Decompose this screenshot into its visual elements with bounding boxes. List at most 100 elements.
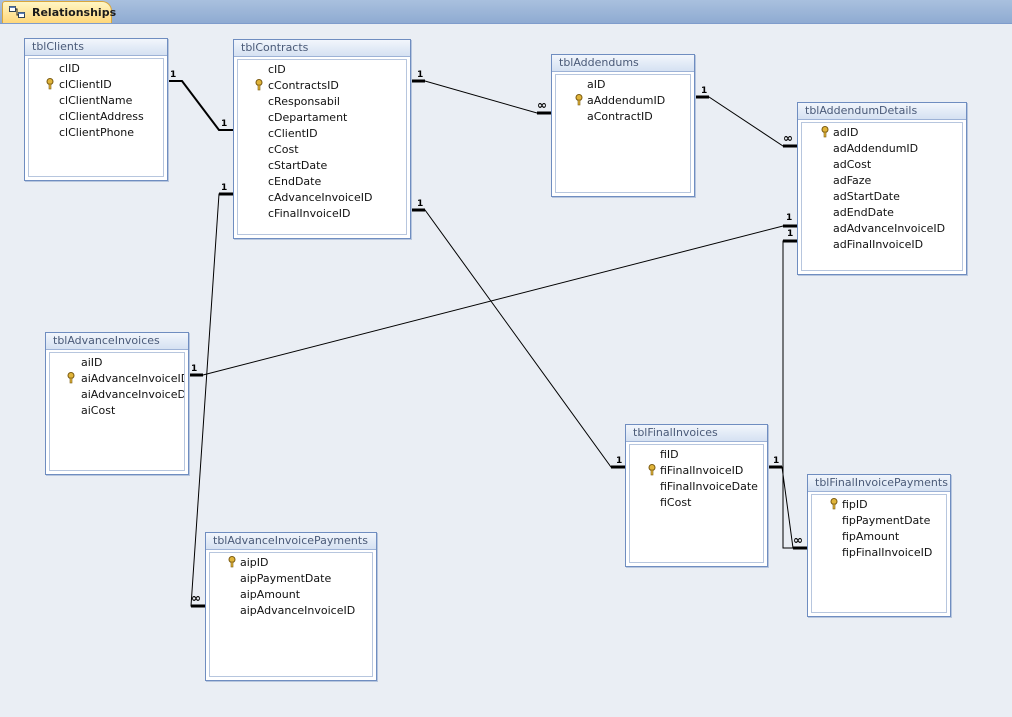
field-name[interactable]: aiAdvanceInvoiceID xyxy=(81,372,185,385)
field-name[interactable]: adEndDate xyxy=(833,206,894,219)
field-name[interactable]: aiID xyxy=(81,356,103,369)
table-clients[interactable]: tblClients clID clClientID clClientName … xyxy=(24,38,168,181)
relationship-line[interactable] xyxy=(168,80,233,131)
cardinality-label: ∞ xyxy=(793,533,803,547)
field-name[interactable]: fiFinalInvoiceDate xyxy=(660,480,758,493)
field-name[interactable]: cFinalInvoiceID xyxy=(268,207,351,220)
primary-key-icon xyxy=(255,79,263,91)
field-name[interactable]: aipPaymentDate xyxy=(240,572,332,585)
table-title[interactable]: tblAdvanceInvoicePayments xyxy=(206,533,376,550)
field-name[interactable]: cStartDate xyxy=(268,159,328,172)
field-name[interactable]: cContractsID xyxy=(268,79,339,92)
field-name[interactable]: aContractID xyxy=(587,110,653,123)
relationships-canvas[interactable]: 1 1 1 ∞ 1 ∞ 1 ∞ 1 1 1 1 1 ∞ 1 tblClients… xyxy=(0,24,1012,717)
table-title[interactable]: tblContracts xyxy=(234,40,410,57)
field-list: clID clClientID clClientName clClientAdd… xyxy=(28,58,164,177)
primary-key-icon xyxy=(46,78,54,90)
field-name[interactable]: aID xyxy=(587,78,606,91)
cardinality-label: ∞ xyxy=(783,131,793,145)
field-name[interactable]: fipAmount xyxy=(842,530,900,543)
primary-key-icon xyxy=(575,94,583,106)
field-name[interactable]: aAddendumID xyxy=(587,94,666,107)
field-list: fipID fipPaymentDate fipAmount fipFinalI… xyxy=(811,494,947,613)
field-name[interactable]: adFaze xyxy=(833,174,872,187)
tab-label: Relationships xyxy=(32,6,117,19)
cardinality-label: 1 xyxy=(191,364,198,374)
table-title[interactable]: tblFinalInvoices xyxy=(626,425,767,442)
field-name[interactable]: aipAmount xyxy=(240,588,301,601)
field-list: aipID aipPaymentDate aipAmount aipAdvanc… xyxy=(209,552,373,677)
field-name[interactable]: aipAdvanceInvoiceID xyxy=(240,604,356,617)
field-name[interactable]: fiCost xyxy=(660,496,692,509)
cardinality-label: ∞ xyxy=(191,591,201,605)
field-list: aID aAddendumID aContractID xyxy=(555,74,691,193)
primary-key-icon xyxy=(821,126,829,138)
table-title[interactable]: tblAddendumDetails xyxy=(798,103,966,120)
relationships-icon xyxy=(9,6,25,18)
field-name[interactable]: cAdvanceInvoiceID xyxy=(268,191,373,204)
cardinality-label: 1 xyxy=(221,119,228,129)
field-name[interactable]: cCost xyxy=(268,143,299,156)
table-title[interactable]: tblAddendums xyxy=(552,55,694,72)
document-tab-bar: Relationships xyxy=(0,0,1012,24)
table-advance-invoice-payments[interactable]: tblAdvanceInvoicePayments aipID aipPayme… xyxy=(205,532,377,681)
cardinality-label: 1 xyxy=(221,183,228,193)
field-name[interactable]: clClientID xyxy=(59,78,112,91)
field-name[interactable]: adAddendumID xyxy=(833,142,919,155)
cardinality-label: 1 xyxy=(170,70,177,80)
table-advance-invoices[interactable]: tblAdvanceInvoices aiID aiAdvanceInvoice… xyxy=(45,332,189,475)
primary-key-icon xyxy=(648,464,656,476)
relationship-lines xyxy=(168,79,807,608)
table-addendums[interactable]: tblAddendums aID aAddendumID aContractID xyxy=(551,54,695,197)
table-final-invoice-payments[interactable]: tblFinalInvoicePayments fipID fipPayment… xyxy=(807,474,951,617)
cardinality-label: 1 xyxy=(417,70,424,80)
field-list: aiID aiAdvanceInvoiceID aiAdvanceInvoice… xyxy=(49,352,185,471)
cardinality-label: 1 xyxy=(417,199,424,209)
field-name[interactable]: fipPaymentDate xyxy=(842,514,931,527)
table-contracts[interactable]: tblContracts cID cContractsID cResponsab… xyxy=(233,39,411,239)
field-name[interactable]: fiID xyxy=(660,448,679,461)
field-name[interactable]: adID xyxy=(833,126,859,139)
field-name[interactable]: cDepartament xyxy=(268,111,348,124)
field-name[interactable]: fipID xyxy=(842,498,868,511)
field-name[interactable]: adAdvanceInvoiceID xyxy=(833,222,946,235)
relationship-line[interactable] xyxy=(190,192,233,608)
table-title[interactable]: tblAdvanceInvoices xyxy=(46,333,188,350)
field-name[interactable]: cID xyxy=(268,63,286,76)
primary-key-icon xyxy=(830,498,838,510)
table-title[interactable]: tblClients xyxy=(25,39,167,56)
relationship-line[interactable] xyxy=(411,79,551,115)
field-name[interactable]: aiCost xyxy=(81,404,116,417)
primary-key-icon xyxy=(228,556,236,568)
cardinality-label: 1 xyxy=(701,86,708,96)
tab-relationships[interactable]: Relationships xyxy=(2,1,116,23)
cardinality-label: 1 xyxy=(786,213,793,223)
field-name[interactable]: aiAdvanceInvoiceDat xyxy=(81,388,184,401)
field-name[interactable]: cResponsabil xyxy=(268,95,340,108)
field-list: cID cContractsID cResponsabil cDepartame… xyxy=(237,59,407,235)
relationship-line[interactable] xyxy=(695,95,797,148)
relationship-line[interactable] xyxy=(189,224,797,377)
cardinality-label: 1 xyxy=(616,456,623,466)
field-name[interactable]: cClientID xyxy=(268,127,318,140)
field-name[interactable]: clClientAddress xyxy=(59,110,144,123)
field-list: fiID fiFinalInvoiceID fiFinalInvoiceDate… xyxy=(629,444,764,563)
field-name[interactable]: fipFinalInvoiceID xyxy=(842,546,933,559)
table-addendum-details[interactable]: tblAddendumDetails adID adAddendumID adC… xyxy=(797,102,967,275)
field-name[interactable]: aipID xyxy=(240,556,269,569)
table-final-invoices[interactable]: tblFinalInvoices fiID fiFinalInvoiceID f… xyxy=(625,424,768,567)
cardinality-label: ∞ xyxy=(537,98,547,112)
field-name[interactable]: adStartDate xyxy=(833,190,900,203)
primary-key-icon xyxy=(67,372,75,384)
field-name[interactable]: cEndDate xyxy=(268,175,322,188)
field-name[interactable]: adFinalInvoiceID xyxy=(833,238,924,251)
table-title[interactable]: tblFinalInvoicePayments xyxy=(808,475,950,492)
field-name[interactable]: fiFinalInvoiceID xyxy=(660,464,744,477)
relationship-line[interactable] xyxy=(411,208,625,469)
field-name[interactable]: clClientName xyxy=(59,94,133,107)
relationship-line[interactable] xyxy=(782,239,807,549)
field-name[interactable]: clID xyxy=(59,62,80,75)
cardinality-label: 1 xyxy=(787,229,794,239)
field-name[interactable]: clClientPhone xyxy=(59,126,135,139)
field-name[interactable]: adCost xyxy=(833,158,872,171)
